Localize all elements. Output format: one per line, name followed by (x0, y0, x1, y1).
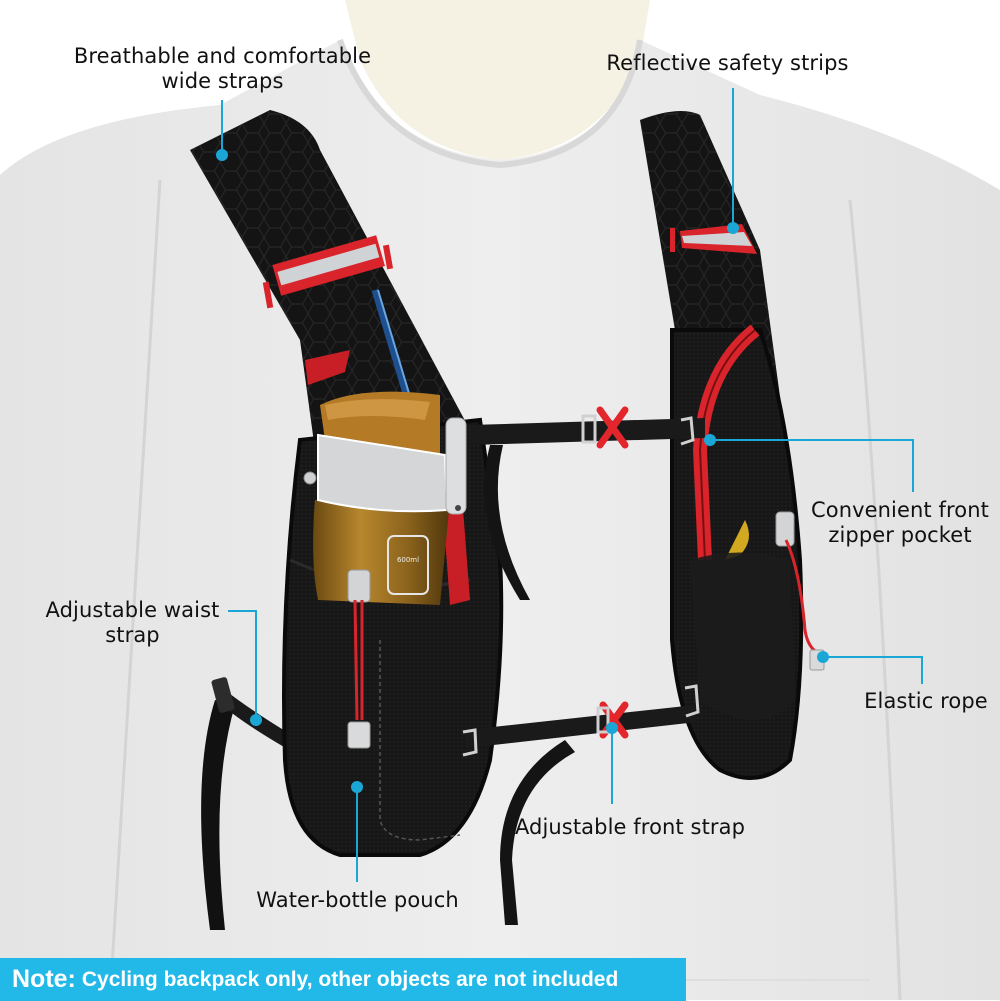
bottle-capacity-label: 600ml (397, 556, 419, 564)
callout-dots (216, 149, 829, 793)
water-bottle: 600ml (303, 391, 467, 605)
callout-lines (221, 88, 923, 882)
callout-wide-straps-line1: Breathable and comfortable (73, 44, 372, 68)
mannequin-neck (345, 0, 650, 160)
callout-waist-strap: Adjustable waist strap (40, 598, 225, 648)
note-text: Cycling backpack only, other objects are… (81, 967, 619, 991)
callout-front-zipper-pocket: Convenient front zipper pocket (805, 498, 995, 548)
note-prefix: Note: (12, 965, 76, 993)
callout-reflective-strips: Reflective safety strips (605, 51, 850, 76)
note-banner: Note: Cycling backpack only, other objec… (0, 958, 686, 1001)
callout-wide-straps: Breathable and comfortable wide straps (70, 44, 375, 94)
callout-wide-straps-line2: wide straps (161, 69, 284, 93)
callout-bottle-pouch: Water-bottle pouch (250, 888, 465, 913)
callout-elastic-rope-line1: Elastic rope (864, 689, 988, 713)
left-reflective-strip (272, 235, 385, 296)
callout-waist-strap-line1: Adjustable waist (45, 598, 220, 622)
callout-front-strap-line1: Adjustable front strap (514, 815, 746, 839)
callout-reflective-strips-line1: Reflective safety strips (606, 51, 849, 75)
callout-front-zipper-pocket-line2: zipper pocket (828, 523, 972, 547)
callout-elastic-rope: Elastic rope (856, 689, 996, 714)
callout-waist-strap-line2: strap (105, 623, 160, 647)
callout-front-zipper-pocket-line1: Convenient front (810, 498, 989, 522)
callout-front-strap: Adjustable front strap (510, 815, 750, 840)
callout-bottle-pouch-line1: Water-bottle pouch (256, 888, 459, 912)
lower-front-strap (465, 705, 697, 748)
upper-chest-strap (470, 418, 705, 445)
